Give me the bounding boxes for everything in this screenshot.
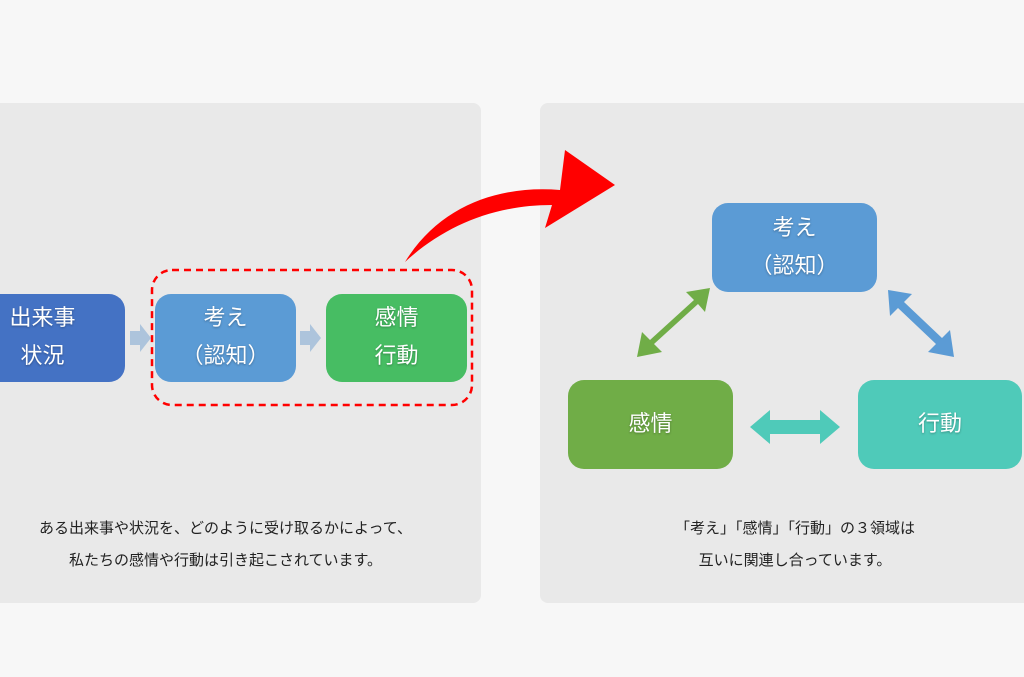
behavior-label: 行動 [917, 411, 962, 437]
arrow-right-icon [300, 324, 321, 352]
left-caption: ある出来事や状況を、どのように受け取るかによって、 私たちの感情や行動は引き起こ… [0, 512, 481, 576]
cognition-label: （認知） [181, 344, 270, 369]
behavior-box-right: 行動 [858, 380, 1022, 469]
emotion-label: 感情 [628, 411, 673, 437]
cognition-label: （認知） [750, 253, 839, 279]
right-caption-line1: 「考え」「感情」「行動」の３領域は [674, 519, 915, 537]
thought-box-right: 考え （認知） [712, 203, 877, 292]
red-curved-arrow [405, 150, 615, 262]
situation-label: 状況 [20, 344, 65, 369]
behavior-label: 行動 [374, 344, 419, 369]
emotion-box-right: 感情 [568, 380, 733, 469]
event-label: 出来事 [9, 306, 76, 331]
event-box: 出来事 状況 [0, 294, 125, 382]
thought-label: 考え [203, 306, 248, 331]
double-arrow-emotion-behavior [750, 410, 840, 444]
left-caption-line1: ある出来事や状況を、どのように受け取るかによって、 [38, 519, 413, 537]
emotion-label: 感情 [374, 306, 419, 331]
double-arrow-thought-emotion [637, 288, 710, 357]
thought-label: 考え [772, 215, 817, 241]
dashed-highlight [150, 268, 474, 407]
right-caption: 「考え」「感情」「行動」の３領域は 互いに関連し合っています。 [540, 512, 1024, 576]
right-caption-line2: 互いに関連し合っています。 [698, 551, 892, 569]
thought-box: 考え （認知） [155, 294, 296, 382]
double-arrow-thought-behavior [888, 290, 954, 357]
left-caption-line2: 私たちの感情や行動は引き起こされています。 [68, 551, 383, 569]
emotion-behavior-box: 感情 行動 [326, 294, 467, 382]
arrow-right-icon [130, 324, 151, 352]
